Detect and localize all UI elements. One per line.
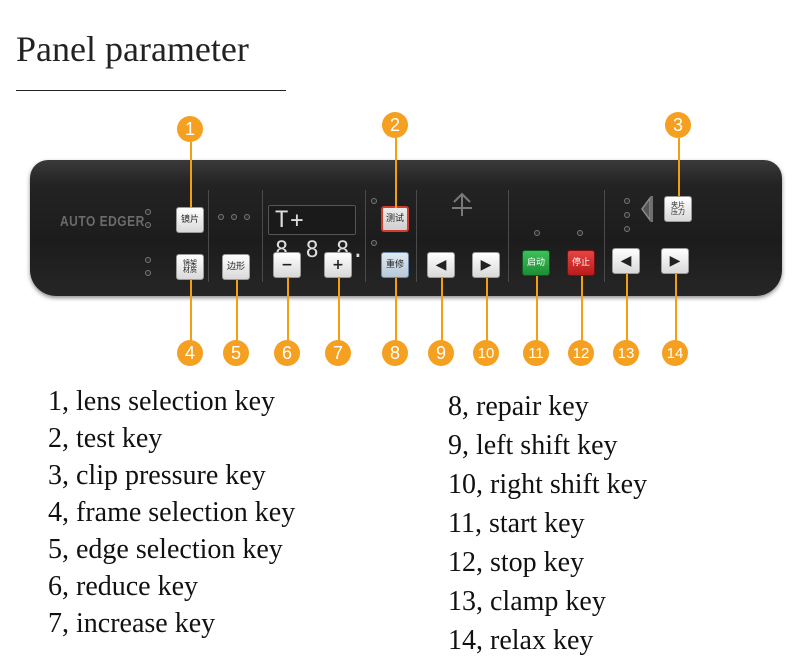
legend-item: 12, stop key bbox=[448, 547, 585, 578]
legend-item: 4, frame selection key bbox=[48, 497, 296, 528]
callout-badge-1: 1 bbox=[177, 116, 203, 142]
clamp-symbol-icon bbox=[641, 195, 653, 223]
callout-badge-10: 10 bbox=[473, 340, 499, 366]
indicator-led bbox=[624, 212, 630, 218]
callout-badge-8: 8 bbox=[382, 340, 408, 366]
panel-divider bbox=[208, 190, 209, 282]
callout-line bbox=[236, 280, 238, 342]
callout-badge-3: 3 bbox=[665, 112, 691, 138]
callout-line bbox=[675, 274, 677, 342]
indicator-led bbox=[624, 226, 630, 232]
left-shift-key[interactable]: ◀ bbox=[427, 252, 455, 278]
callout-badge-12: 12 bbox=[568, 340, 594, 366]
callout-badge-14: 14 bbox=[662, 340, 688, 366]
panel-divider bbox=[604, 190, 605, 282]
panel-divider bbox=[262, 190, 263, 282]
indicator-led bbox=[218, 214, 224, 220]
callout-line bbox=[536, 276, 538, 342]
indicator-led bbox=[624, 198, 630, 204]
legend-item: 9, left shift key bbox=[448, 430, 618, 461]
legend-item: 8, repair key bbox=[448, 391, 589, 422]
legend-item: 13, clamp key bbox=[448, 586, 606, 617]
panel-divider bbox=[508, 190, 509, 282]
legend-item: 1, lens selection key bbox=[48, 386, 276, 417]
stop-key[interactable]: 停止 bbox=[567, 250, 595, 276]
callout-line bbox=[581, 276, 583, 342]
callout-line bbox=[441, 278, 443, 342]
indicator-led bbox=[371, 240, 377, 246]
callout-badge-5: 5 bbox=[223, 340, 249, 366]
panel-brand: AUTO EDGER bbox=[60, 212, 145, 230]
callout-line bbox=[190, 280, 192, 342]
title-underline bbox=[16, 90, 286, 91]
indicator-led bbox=[534, 230, 540, 236]
callout-line bbox=[395, 278, 397, 342]
callout-line bbox=[486, 278, 488, 342]
legend-item: 14, relax key bbox=[448, 625, 594, 656]
legend-item: 5, edge selection key bbox=[48, 534, 283, 565]
indicator-led bbox=[145, 222, 151, 228]
clamp-key[interactable]: ◀ bbox=[612, 248, 640, 274]
callout-badge-9: 9 bbox=[428, 340, 454, 366]
legend-item: 7, increase key bbox=[48, 608, 216, 639]
edge-selection-key[interactable]: 边形 bbox=[222, 254, 250, 280]
page-title: Panel parameter bbox=[16, 29, 249, 69]
indicator-led bbox=[145, 257, 151, 263]
segment-display: T+ 8.8.8. bbox=[268, 205, 364, 263]
callout-line bbox=[626, 274, 628, 342]
callout-badge-6: 6 bbox=[274, 340, 300, 366]
callout-line bbox=[190, 142, 192, 208]
repair-key[interactable]: 重修 bbox=[381, 252, 409, 278]
callout-badge-11: 11 bbox=[523, 340, 549, 366]
reduce-key[interactable]: − bbox=[273, 252, 301, 278]
indicator-led bbox=[244, 214, 250, 220]
panel-divider bbox=[416, 190, 417, 282]
callout-badge-2: 2 bbox=[382, 112, 408, 138]
panel-divider bbox=[365, 190, 366, 282]
callout-line bbox=[678, 138, 680, 196]
legend-item: 6, reduce key bbox=[48, 571, 199, 602]
indicator-led bbox=[145, 270, 151, 276]
legend-item: 11, start key bbox=[448, 508, 585, 539]
indicator-led bbox=[231, 214, 237, 220]
indicator-led bbox=[145, 209, 151, 215]
callout-line bbox=[287, 278, 289, 342]
callout-badge-13: 13 bbox=[613, 340, 639, 366]
indicator-led bbox=[371, 198, 377, 204]
callout-line bbox=[395, 138, 397, 208]
legend-item: 2, test key bbox=[48, 423, 163, 454]
legend-item: 3, clip pressure key bbox=[48, 460, 266, 491]
increase-key[interactable]: + bbox=[324, 252, 352, 278]
shift-symbol-icon bbox=[452, 192, 472, 216]
clip-pressure-key[interactable]: 夹片 压力 bbox=[664, 196, 692, 222]
callout-badge-4: 4 bbox=[177, 340, 203, 366]
relax-key[interactable]: ▶ bbox=[661, 248, 689, 274]
indicator-led bbox=[577, 230, 583, 236]
callout-badge-7: 7 bbox=[325, 340, 351, 366]
lens-selection-key[interactable]: 镜片 bbox=[176, 207, 204, 233]
legend-item: 10, right shift key bbox=[448, 469, 648, 500]
frame-selection-key[interactable]: 镜架 材质 bbox=[176, 254, 204, 280]
start-key[interactable]: 启动 bbox=[522, 250, 550, 276]
callout-line bbox=[338, 278, 340, 342]
right-shift-key[interactable]: ▶ bbox=[472, 252, 500, 278]
test-key[interactable]: 测试 bbox=[381, 206, 409, 232]
